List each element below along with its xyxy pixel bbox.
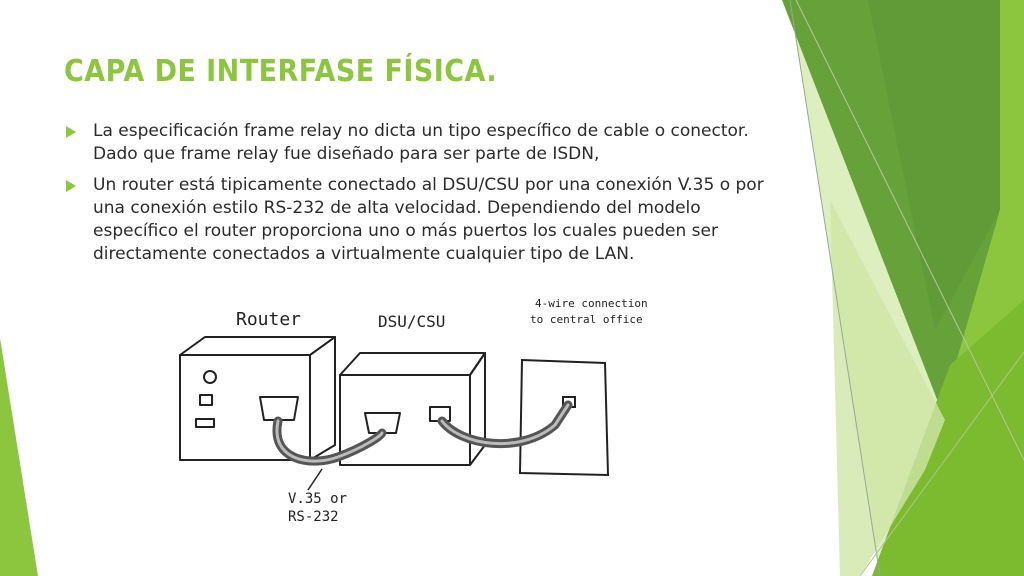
- right-mid-pale: [830, 200, 945, 576]
- bullet-list: La especificación frame relay no dicta u…: [64, 120, 784, 274]
- right-thin-line-3: [859, 351, 1024, 576]
- router-box: [179, 336, 336, 461]
- left-green-triangle: [0, 338, 38, 576]
- dsu-wall-cable-core: [440, 403, 570, 446]
- right-thin-line-1: [789, 0, 881, 576]
- wire-label-line1: 4-wire connection: [535, 297, 648, 310]
- bullet-arrow-icon: [66, 126, 76, 138]
- right-olive-band: [868, 0, 1000, 330]
- dsu-box: [339, 352, 486, 466]
- bullet-arrow-icon: [66, 180, 76, 192]
- dsu-wall-cable: [437, 400, 573, 449]
- cable-label-line1: V.35 or: [288, 491, 347, 507]
- router-label: Router: [236, 309, 301, 330]
- slide-title: CAPA DE INTERFASE FÍSICA.: [64, 54, 498, 89]
- bullet-item: Un router está tipicamente conectado al …: [64, 174, 784, 266]
- right-thin-line-2: [795, 0, 1024, 461]
- network-sketch-diagram: Router DSU/CSU 4-wire connection to cent…: [179, 297, 648, 525]
- cable-label-line2: RS-232: [288, 509, 339, 525]
- bullet-item: La especificación frame relay no dicta u…: [64, 120, 784, 166]
- dsu-label: DSU/CSU: [378, 312, 445, 331]
- cable-pointer: [307, 468, 323, 491]
- bullet-text: La especificación frame relay no dicta u…: [93, 121, 749, 164]
- bullet-text: Un router está tipicamente conectado al …: [93, 175, 764, 264]
- wire-label-line2: to central office: [530, 313, 643, 326]
- router-dsu-cable-core: [275, 419, 384, 463]
